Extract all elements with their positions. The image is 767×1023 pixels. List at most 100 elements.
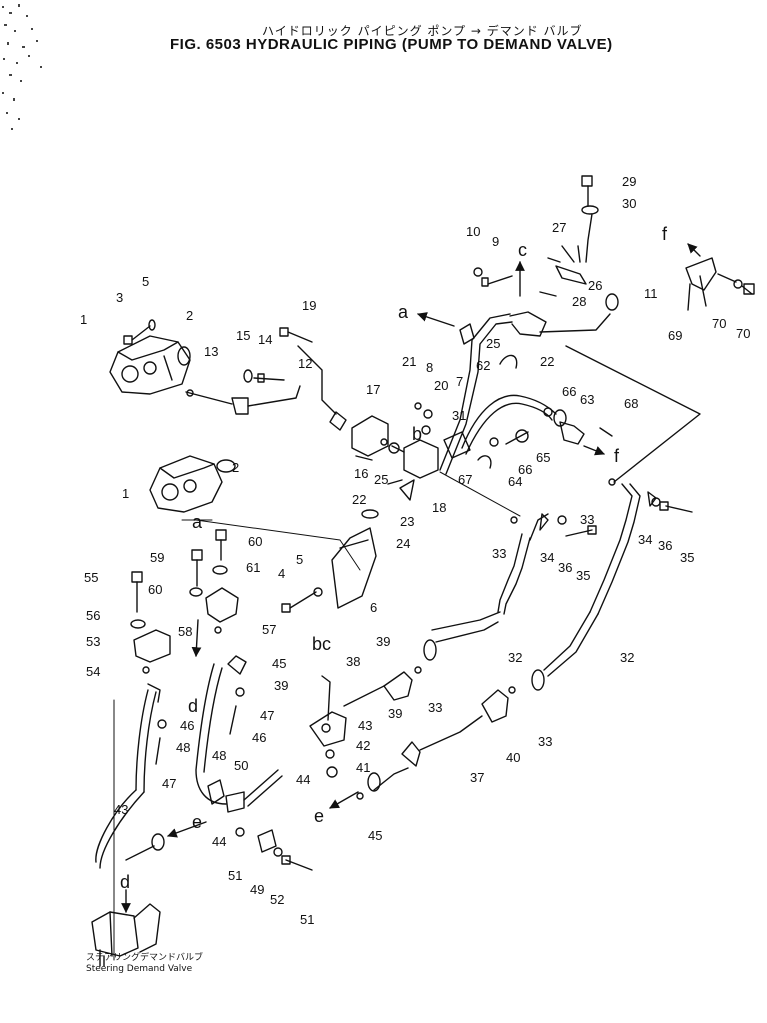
callout-36: 36 (658, 538, 672, 553)
callout-60: 60 (148, 582, 162, 597)
caption-en: Steering Demand Valve (86, 964, 193, 974)
callout-38: 38 (346, 654, 360, 669)
callout-40: 40 (506, 750, 520, 765)
callout-44: 44 (296, 772, 310, 787)
callout-64: 64 (508, 474, 522, 489)
callout-65: 65 (536, 450, 550, 465)
callout-39: 39 (376, 634, 390, 649)
caption-jp: ステアリングデマンドバルブ (86, 953, 204, 963)
callout-46: 46 (252, 730, 266, 745)
connection-letter-d: d (188, 696, 198, 716)
callout-39: 39 (274, 678, 288, 693)
callout-37: 37 (470, 770, 484, 785)
callout-17: 17 (366, 382, 380, 397)
callout-19: 19 (302, 298, 316, 313)
scan-noise (0, 0, 60, 140)
callout-28: 28 (572, 294, 586, 309)
callout-11: 11 (644, 286, 658, 301)
callout-41: 41 (356, 760, 370, 775)
connection-letter-bc: bc (312, 634, 331, 654)
callout-45: 45 (368, 828, 382, 843)
callout-15: 15 (236, 328, 250, 343)
callout-23: 23 (400, 514, 414, 529)
callout-47: 47 (260, 708, 274, 723)
callout-31: 31 (452, 408, 466, 423)
callout-1: 1 (122, 486, 129, 501)
callout-22: 22 (352, 492, 366, 507)
callout-22: 22 (540, 354, 554, 369)
callout-32: 32 (508, 650, 522, 665)
callout-44: 44 (212, 834, 226, 849)
callout-69: 69 (668, 328, 682, 343)
connection-letter-a: a (398, 302, 409, 322)
callout-3: 3 (116, 290, 123, 305)
connection-letter-b: b (412, 424, 422, 444)
callout-35: 35 (576, 568, 590, 583)
callout-5: 5 (142, 274, 149, 289)
callout-35: 35 (680, 550, 694, 565)
callout-10: 10 (466, 224, 480, 239)
callout-36: 36 (558, 560, 572, 575)
steering-demand-valve-caption: ステアリングデマンドバルブ Steering Demand Valve (86, 953, 203, 975)
callout-32: 32 (620, 650, 634, 665)
callout-25: 25 (374, 472, 388, 487)
callout-12: 12 (298, 356, 312, 371)
callout-1: 1 (80, 312, 87, 327)
callout-62: 62 (476, 358, 490, 373)
callout-51: 51 (228, 868, 242, 883)
callout-42: 42 (356, 738, 370, 753)
figure-title: FIG. 6503 HYDRAULIC PIPING (PUMP TO DEMA… (170, 36, 613, 53)
figure-title-jp: ハイドロリック パイピング ポンプ → デマンド バルブ (262, 24, 583, 38)
callout-21: 21 (402, 354, 416, 369)
callout-66: 66 (562, 384, 576, 399)
callout-48: 48 (176, 740, 190, 755)
callout-18: 18 (432, 500, 446, 515)
connection-letter-a: a (192, 512, 203, 532)
callout-14: 14 (258, 332, 272, 347)
callout-26: 26 (588, 278, 602, 293)
callout-20: 20 (434, 378, 448, 393)
callout-33: 33 (428, 700, 442, 715)
callout-numbers: 1 1 2 2 3 4 5 5 6 7 8 9 10 11 12 13 14 1… (80, 174, 750, 927)
callout-30: 30 (622, 196, 636, 211)
callout-7: 7 (456, 374, 463, 389)
callout-58: 58 (178, 624, 192, 639)
connection-letter-e: e (192, 812, 202, 832)
callout-60: 60 (248, 534, 262, 549)
callout-43: 43 (358, 718, 372, 733)
connection-letter-f: f (662, 224, 668, 244)
callout-29: 29 (622, 174, 636, 189)
connection-letter-f: f (614, 446, 620, 466)
callout-45: 45 (272, 656, 286, 671)
callout-48: 48 (212, 748, 226, 763)
callout-55: 55 (84, 570, 98, 585)
callout-46: 46 (180, 718, 194, 733)
callout-5: 5 (296, 552, 303, 567)
callout-24: 24 (396, 536, 410, 551)
callout-16: 16 (354, 466, 368, 481)
callout-52: 52 (270, 892, 284, 907)
callout-9: 9 (492, 234, 499, 249)
callout-47: 47 (162, 776, 176, 791)
callout-49: 49 (250, 882, 264, 897)
callout-13: 13 (204, 344, 218, 359)
callout-34: 34 (540, 550, 554, 565)
callout-34: 34 (638, 532, 652, 547)
callout-2: 2 (186, 308, 193, 323)
callout-67: 67 (458, 472, 472, 487)
callout-56: 56 (86, 608, 100, 623)
callout-59: 59 (150, 550, 164, 565)
callout-6: 6 (370, 600, 377, 615)
connection-letters: a a b c bc d d e e f f (120, 224, 668, 892)
callout-53: 53 (86, 634, 100, 649)
callout-43: 43 (114, 802, 128, 817)
callout-57: 57 (262, 622, 276, 637)
connection-letter-e: e (314, 806, 324, 826)
callout-68: 68 (624, 396, 638, 411)
callout-50: 50 (234, 758, 248, 773)
callout-33: 33 (492, 546, 506, 561)
callout-63: 63 (580, 392, 594, 407)
steering-demand-valve (91, 903, 161, 967)
callout-4: 4 (278, 566, 285, 581)
